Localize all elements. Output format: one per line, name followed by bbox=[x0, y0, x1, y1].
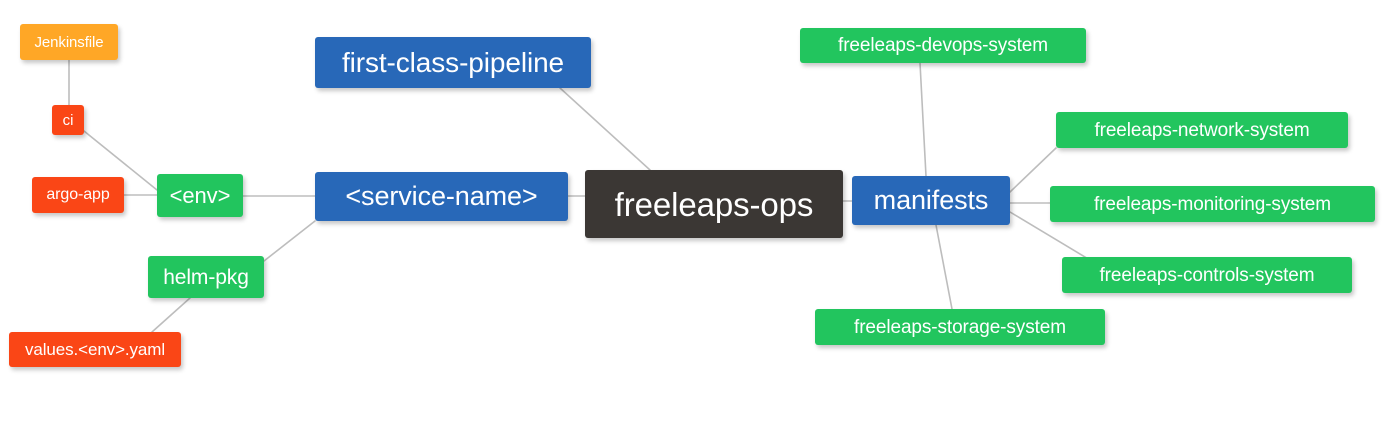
mindmap-node-controls-sys[interactable]: freeleaps-controls-system bbox=[1062, 257, 1352, 293]
edge-service-name-to-helm-pkg bbox=[263, 220, 316, 262]
mindmap-node-manifests[interactable]: manifests bbox=[852, 176, 1010, 225]
mindmap-node-freeleaps-ops[interactable]: freeleaps-ops bbox=[585, 170, 843, 238]
mindmap-node-network-sys[interactable]: freeleaps-network-system bbox=[1056, 112, 1348, 148]
mindmap-node-values-yaml[interactable]: values.<env>.yaml bbox=[9, 332, 181, 367]
mindmap-node-first-class[interactable]: first-class-pipeline bbox=[315, 37, 591, 88]
mindmap-node-storage-sys[interactable]: freeleaps-storage-system bbox=[815, 309, 1105, 345]
edge-manifests-to-devops-sys bbox=[919, 62, 927, 177]
mindmap-node-argo-app[interactable]: argo-app bbox=[32, 177, 124, 213]
edge-manifests-to-storage-sys bbox=[935, 224, 953, 310]
mindmap-node-monitoring-sys[interactable]: freeleaps-monitoring-system bbox=[1050, 186, 1375, 222]
mindmap-node-jenkinsfile[interactable]: Jenkinsfile bbox=[20, 24, 118, 60]
mindmap-node-service-name[interactable]: <service-name> bbox=[315, 172, 568, 221]
edge-first-class-to-freeleaps-ops bbox=[559, 87, 651, 171]
mindmap-node-env[interactable]: <env> bbox=[157, 174, 243, 217]
edge-helm-pkg-to-values-yaml bbox=[151, 297, 191, 333]
mindmap-node-helm-pkg[interactable]: helm-pkg bbox=[148, 256, 264, 298]
mindmap-node-ci[interactable]: ci bbox=[52, 105, 84, 135]
mindmap-node-devops-sys[interactable]: freeleaps-devops-system bbox=[800, 28, 1086, 63]
edge-manifests-to-network-sys bbox=[1009, 147, 1057, 193]
